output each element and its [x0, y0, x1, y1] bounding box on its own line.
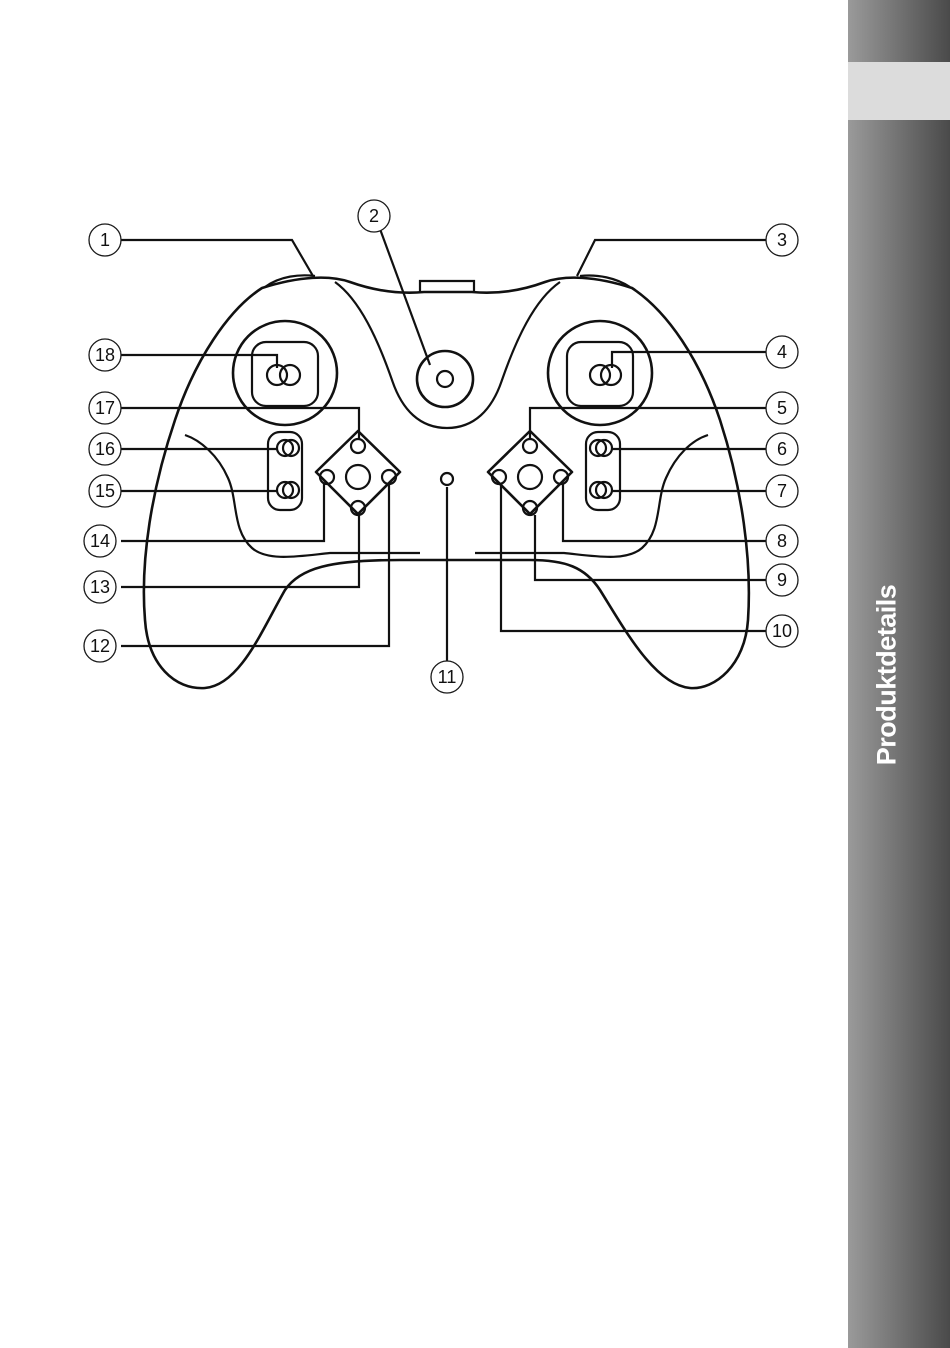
callout-5: 5 [766, 392, 798, 424]
callout-3: 3 [766, 224, 798, 256]
callout-label: 17 [95, 398, 115, 418]
gamepad-diagram: 1 2 3 4 5 6 7 8 9 10 11 12 [0, 0, 848, 1348]
callout-label: 2 [369, 206, 379, 226]
callout-label: 13 [90, 577, 110, 597]
top-connector [420, 281, 474, 292]
callout-label: 3 [777, 230, 787, 250]
callout-8: 8 [766, 525, 798, 557]
callout-label: 4 [777, 342, 787, 362]
callout-10: 10 [766, 615, 798, 647]
callout-14: 14 [84, 525, 116, 557]
leader-17 [121, 408, 359, 440]
right-button-pair [586, 432, 620, 510]
callout-4: 4 [766, 336, 798, 368]
callout-label: 12 [90, 636, 110, 656]
callout-label: 7 [777, 481, 787, 501]
callout-16: 16 [89, 433, 121, 465]
center-button [417, 351, 473, 407]
leader-3 [577, 240, 768, 276]
callout-17: 17 [89, 392, 121, 424]
callout-7: 7 [766, 475, 798, 507]
left-dpad [316, 431, 400, 515]
left-button-pair [268, 432, 302, 510]
led-indicator [441, 473, 453, 485]
callout-label: 14 [90, 531, 110, 551]
callout-label: 1 [100, 230, 110, 250]
leader-12 [121, 484, 389, 646]
callout-9: 9 [766, 564, 798, 596]
callout-label: 11 [438, 667, 457, 687]
leader-9 [535, 515, 768, 580]
callout-label: 9 [777, 570, 787, 590]
callout-12: 12 [84, 630, 116, 662]
callout-13: 13 [84, 571, 116, 603]
callout-label: 5 [777, 398, 787, 418]
right-joystick [548, 321, 652, 425]
leader-8 [563, 484, 768, 541]
callout-18: 18 [89, 339, 121, 371]
callout-6: 6 [766, 433, 798, 465]
leader-10 [501, 484, 768, 631]
callout-label: 16 [95, 439, 115, 459]
leader-1 [121, 240, 313, 276]
section-label: Produktdetails [872, 585, 903, 766]
callout-1: 1 [89, 224, 121, 256]
callout-2: 2 [358, 200, 390, 232]
leader-2 [380, 229, 430, 365]
leader-lines [121, 229, 768, 662]
callout-label: 15 [95, 481, 115, 501]
side-tab-highlight [848, 62, 950, 120]
callout-label: 10 [772, 621, 792, 641]
callout-label: 8 [777, 531, 787, 551]
callout-label: 18 [95, 345, 115, 365]
callout-15: 15 [89, 475, 121, 507]
callout-11: 11 [431, 661, 463, 693]
callout-label: 6 [777, 439, 787, 459]
left-joystick [233, 321, 337, 425]
